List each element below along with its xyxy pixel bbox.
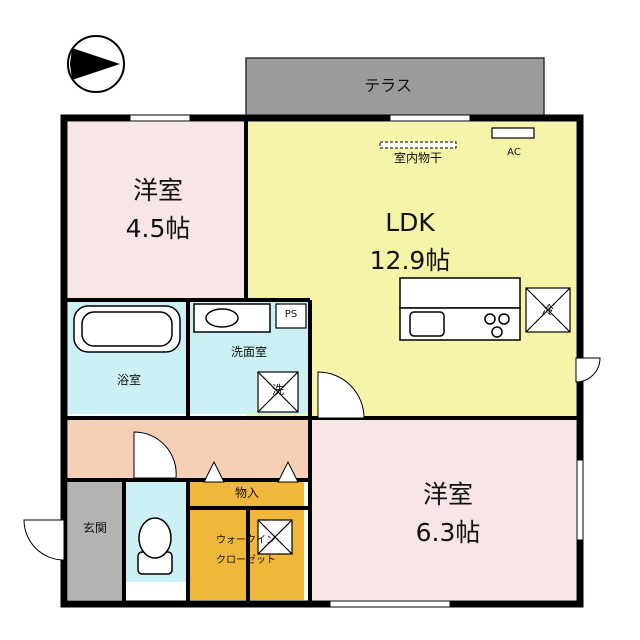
washing-machine-icon (257, 371, 299, 413)
ps-box (275, 303, 307, 329)
ac-unit-icon (491, 127, 535, 139)
ps-label: PS (284, 309, 298, 320)
kitchen-counter-icon (399, 277, 521, 341)
terrace-label: テラス (364, 76, 412, 95)
bedroom1-size: 4.5帖 (125, 214, 191, 243)
bedroom1-name: 洋室 (132, 176, 183, 205)
compass-north-arrow-icon (67, 35, 125, 93)
terrace-area (245, 57, 545, 119)
storage-label: 物入 (234, 486, 259, 500)
doors (23, 357, 601, 561)
closet-label-line2: クローゼット (216, 555, 276, 566)
bedroom2-area (310, 420, 576, 600)
washbasin-icon (193, 303, 271, 333)
laundry-rail (379, 141, 457, 149)
toilet-icon (137, 517, 173, 575)
washing-machine-label: 洗 (271, 383, 284, 397)
entrance-label: 玄関 (82, 521, 107, 535)
washroom-label: 洗面室 (230, 345, 267, 359)
closet-box-icon (257, 519, 293, 555)
ldk-name: LDK (385, 208, 435, 237)
refrigerator-icon (525, 287, 571, 333)
bath-label: 浴室 (116, 373, 141, 387)
closet-label-line1: ウォークイン (216, 535, 276, 546)
bedroom1-area (68, 122, 246, 298)
ldk-size: 12.9帖 (369, 246, 451, 275)
bedroom2-name: 洋室 (422, 480, 473, 509)
ac-label: AC (507, 147, 521, 158)
bathtub-icon (73, 305, 181, 353)
storage-area (190, 482, 304, 506)
bedroom2-size: 6.3帖 (415, 518, 481, 547)
fridge-label: 冷 (541, 303, 554, 317)
laundry-label: 室内物干 (393, 151, 442, 165)
entrance-area (68, 482, 122, 600)
windows (129, 114, 584, 608)
